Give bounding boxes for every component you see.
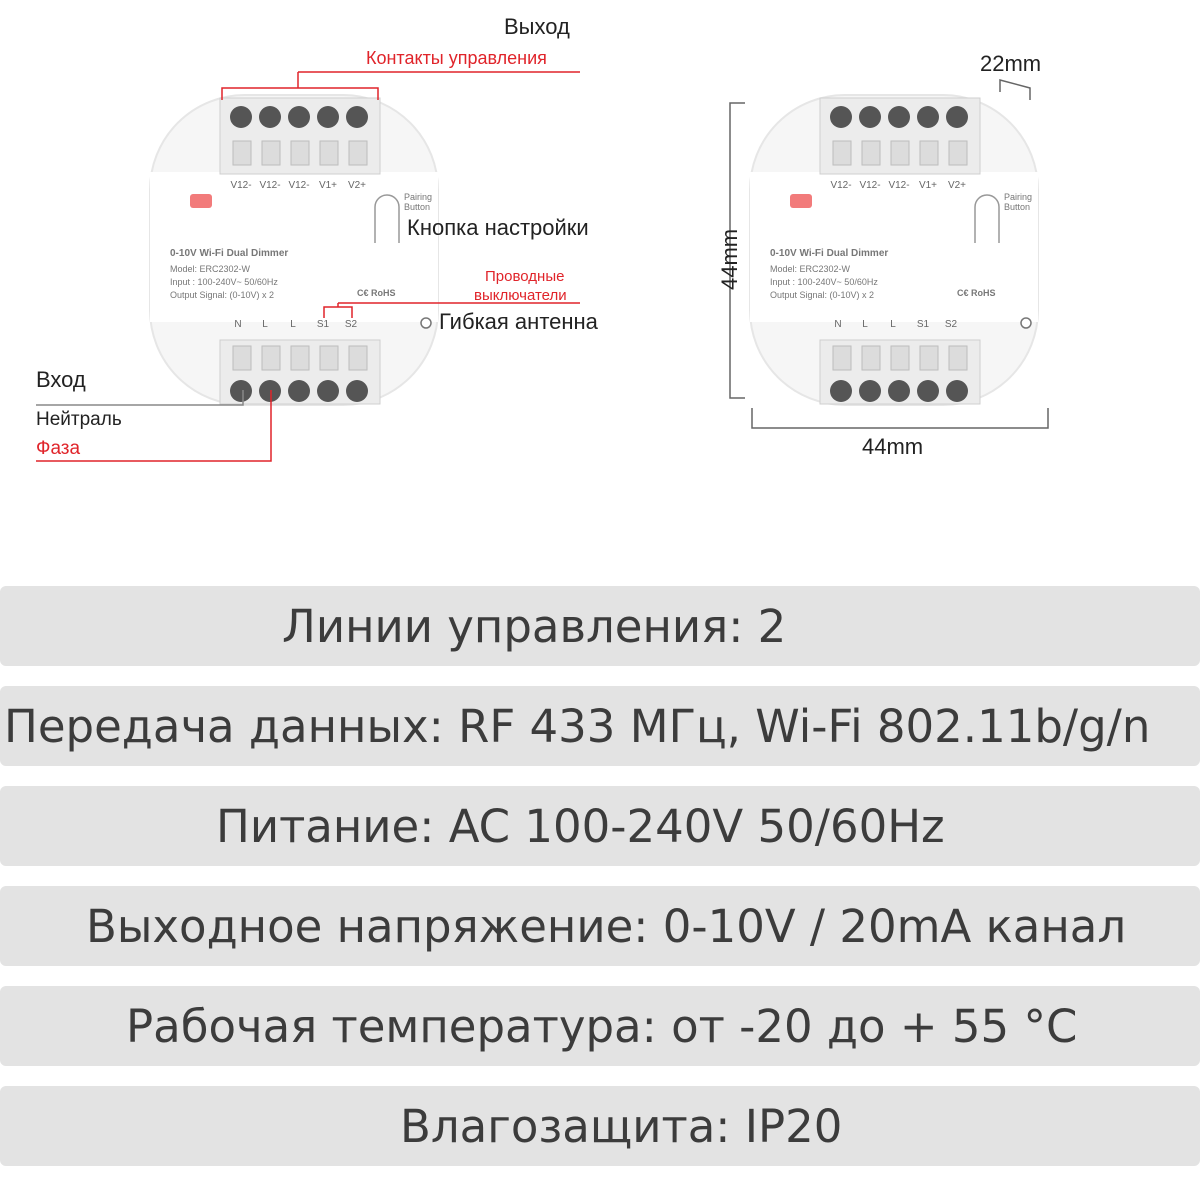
device-input: Input : 100-240V~ 50/60Hz: [170, 277, 278, 287]
terminal-label: V12-: [888, 180, 909, 191]
terminal-label: V12-: [859, 180, 880, 191]
terminal-label: L: [862, 319, 868, 330]
antenna-port: [420, 317, 432, 329]
terminal-label: V2+: [348, 180, 366, 191]
spec-row: Рабочая температура: от -20 до + 55 °C: [0, 986, 1200, 1066]
spec-row: Выходное напряжение: 0-10V / 20mA канал: [0, 886, 1200, 966]
terminal-label: V12-: [259, 180, 280, 191]
svg-text:C€ RoHS: C€ RoHS: [957, 288, 996, 298]
cert-marks: C€ RoHS: [357, 288, 396, 298]
svg-text:Button: Button: [1004, 202, 1030, 212]
terminal-label: S2: [945, 319, 958, 330]
brand-logo: [190, 194, 212, 208]
spec-text: Линии управления: 2: [282, 599, 787, 653]
terminal-label: S1: [917, 319, 930, 330]
terminal-label: V12-: [830, 180, 851, 191]
terminal-label: L: [290, 319, 296, 330]
terminal-label: N: [234, 319, 241, 330]
spec-row: Передача данных: RF 433 МГц, Wi-Fi 802.1…: [0, 686, 1200, 766]
height-dimension: 44mm: [717, 229, 742, 290]
width-dimension: 44mm: [862, 434, 923, 459]
depth-dimension: 22mm: [980, 51, 1041, 76]
terminal-label: L: [262, 319, 268, 330]
bottom-screw-terminals: [230, 380, 368, 402]
terminal-label: V1+: [319, 180, 337, 191]
top-screw-terminals: [230, 106, 368, 128]
setup-button-callout: Кнопка настройки: [407, 215, 589, 240]
spec-row: Влагозащита: IP20: [0, 1086, 1200, 1166]
svg-text:Input : 100-240V~ 50/60Hz: Input : 100-240V~ 50/60Hz: [770, 277, 878, 287]
product-diagram: V12- V12- V12- V1+ V2+ N L L S1 S2 Pairi…: [36, 14, 1049, 462]
terminal-label: L: [890, 319, 896, 330]
neutral-callout: Нейтраль: [36, 409, 122, 430]
pairing-button: [374, 194, 400, 243]
terminal-label: V12-: [288, 180, 309, 191]
spec-row: Линии управления: 2: [0, 586, 1200, 666]
pairing-label: Button: [404, 202, 430, 212]
control-contacts-callout: Контакты управления: [366, 48, 547, 68]
terminal-label: V2+: [948, 180, 966, 191]
terminal-label: V1+: [919, 180, 937, 191]
dimension-lines: [729, 79, 1049, 429]
svg-text:Pairing: Pairing: [1004, 192, 1032, 202]
device-title: 0-10V Wi-Fi Dual Dimmer: [170, 248, 288, 259]
right-device: V12- V12- V12- V1+ V2+ N L L S1 S2 Pairi…: [749, 94, 1039, 406]
terminal-label: N: [834, 319, 841, 330]
spec-text: Питание: AC 100-240V 50/60Hz: [216, 799, 945, 853]
spec-row: Питание: AC 100-240V 50/60Hz: [0, 786, 1200, 866]
terminal-label: S1: [317, 319, 330, 330]
terminal-label: V12-: [230, 180, 251, 191]
terminal-label: S2: [345, 319, 358, 330]
phase-callout: Фаза: [36, 438, 81, 459]
device-output: Output Signal: (0-10V) x 2: [170, 290, 274, 300]
callout-lines: [36, 71, 580, 462]
svg-text:Output Signal: (0-10V) x 2: Output Signal: (0-10V) x 2: [770, 290, 874, 300]
left-device: V12- V12- V12- V1+ V2+ N L L S1 S2 Pairi…: [149, 94, 439, 406]
spec-text: Выходное напряжение: 0-10V / 20mA канал: [86, 899, 1127, 953]
svg-text:Model: ERC2302-W: Model: ERC2302-W: [770, 264, 851, 274]
pairing-label: Pairing: [404, 192, 432, 202]
wired-switches-callout: Проводные: [485, 268, 564, 285]
wired-switches-callout: выключатели: [474, 287, 567, 304]
spec-text: Передача данных: RF 433 МГц, Wi-Fi 802.1…: [4, 699, 1151, 753]
device-model: Model: ERC2302-W: [170, 264, 251, 274]
svg-text:0-10V Wi-Fi Dual Dimmer: 0-10V Wi-Fi Dual Dimmer: [770, 248, 888, 259]
spec-text: Рабочая температура: от -20 до + 55 °C: [126, 999, 1078, 1053]
input-callout: Вход: [36, 367, 86, 392]
output-callout: Выход: [504, 14, 570, 39]
spec-text: Влагозащита: IP20: [400, 1099, 843, 1153]
antenna-callout: Гибкая антенна: [439, 309, 599, 334]
